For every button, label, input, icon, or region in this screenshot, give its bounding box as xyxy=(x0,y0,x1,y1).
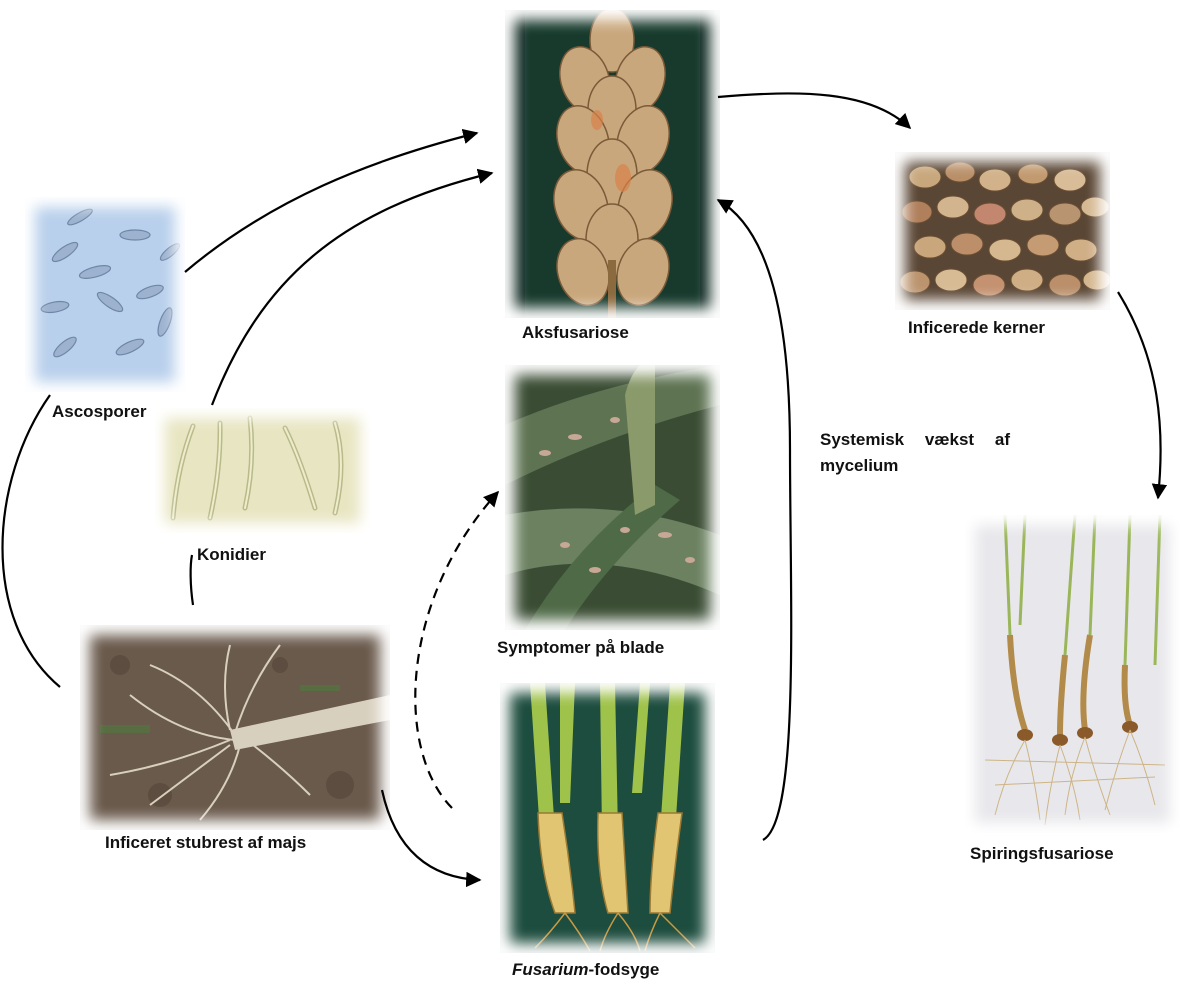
arrow-foot-rot-to-leaf-symptoms xyxy=(415,492,498,808)
leaf-symptoms-photo xyxy=(505,365,720,630)
leaf-symptoms-label: Symptomer på blade xyxy=(497,638,664,658)
arrow-foot-rot-to-head-blight xyxy=(718,200,791,840)
arrow-head-blight-to-kernels xyxy=(718,93,910,128)
arrow-stubble-to-ascospores xyxy=(3,395,61,687)
head-blight-label: Aksfusariose xyxy=(522,323,629,343)
arrow-kernels-to-seedlings xyxy=(1118,292,1161,498)
foot-rot-label-rest: -fodsyge xyxy=(589,960,660,979)
maize-stubble-photo xyxy=(80,625,390,830)
foot-rot-photo xyxy=(500,683,715,953)
arrow-conidia-to-head-blight xyxy=(212,173,492,405)
seedling-blight-label: Spiringsfusariose xyxy=(970,844,1114,864)
infected-kernels-label: Inficerede kerner xyxy=(908,318,1045,338)
arrow-stubble-to-conidia xyxy=(191,555,193,605)
wheat-ear-photo xyxy=(505,10,720,318)
seedlings-photo xyxy=(965,515,1180,833)
kernels-photo xyxy=(895,152,1110,310)
conidia-micrograph xyxy=(155,408,370,533)
conidia-label: Konidier xyxy=(197,545,266,565)
arrow-stubble-to-foot-rot xyxy=(382,790,480,880)
foot-rot-label: Fusarium-fodsyge xyxy=(512,960,659,980)
arrow-ascospores-to-head-blight xyxy=(185,133,477,272)
ascospores-label: Ascosporer xyxy=(52,402,146,422)
maize-stubble-label: Inficeret stubrest af majs xyxy=(105,833,306,853)
foot-rot-label-italic: Fusarium xyxy=(512,960,589,979)
systemic-growth-annotation: Systemisk vækst af mycelium xyxy=(820,427,1010,479)
ascospores-micrograph xyxy=(25,197,185,392)
